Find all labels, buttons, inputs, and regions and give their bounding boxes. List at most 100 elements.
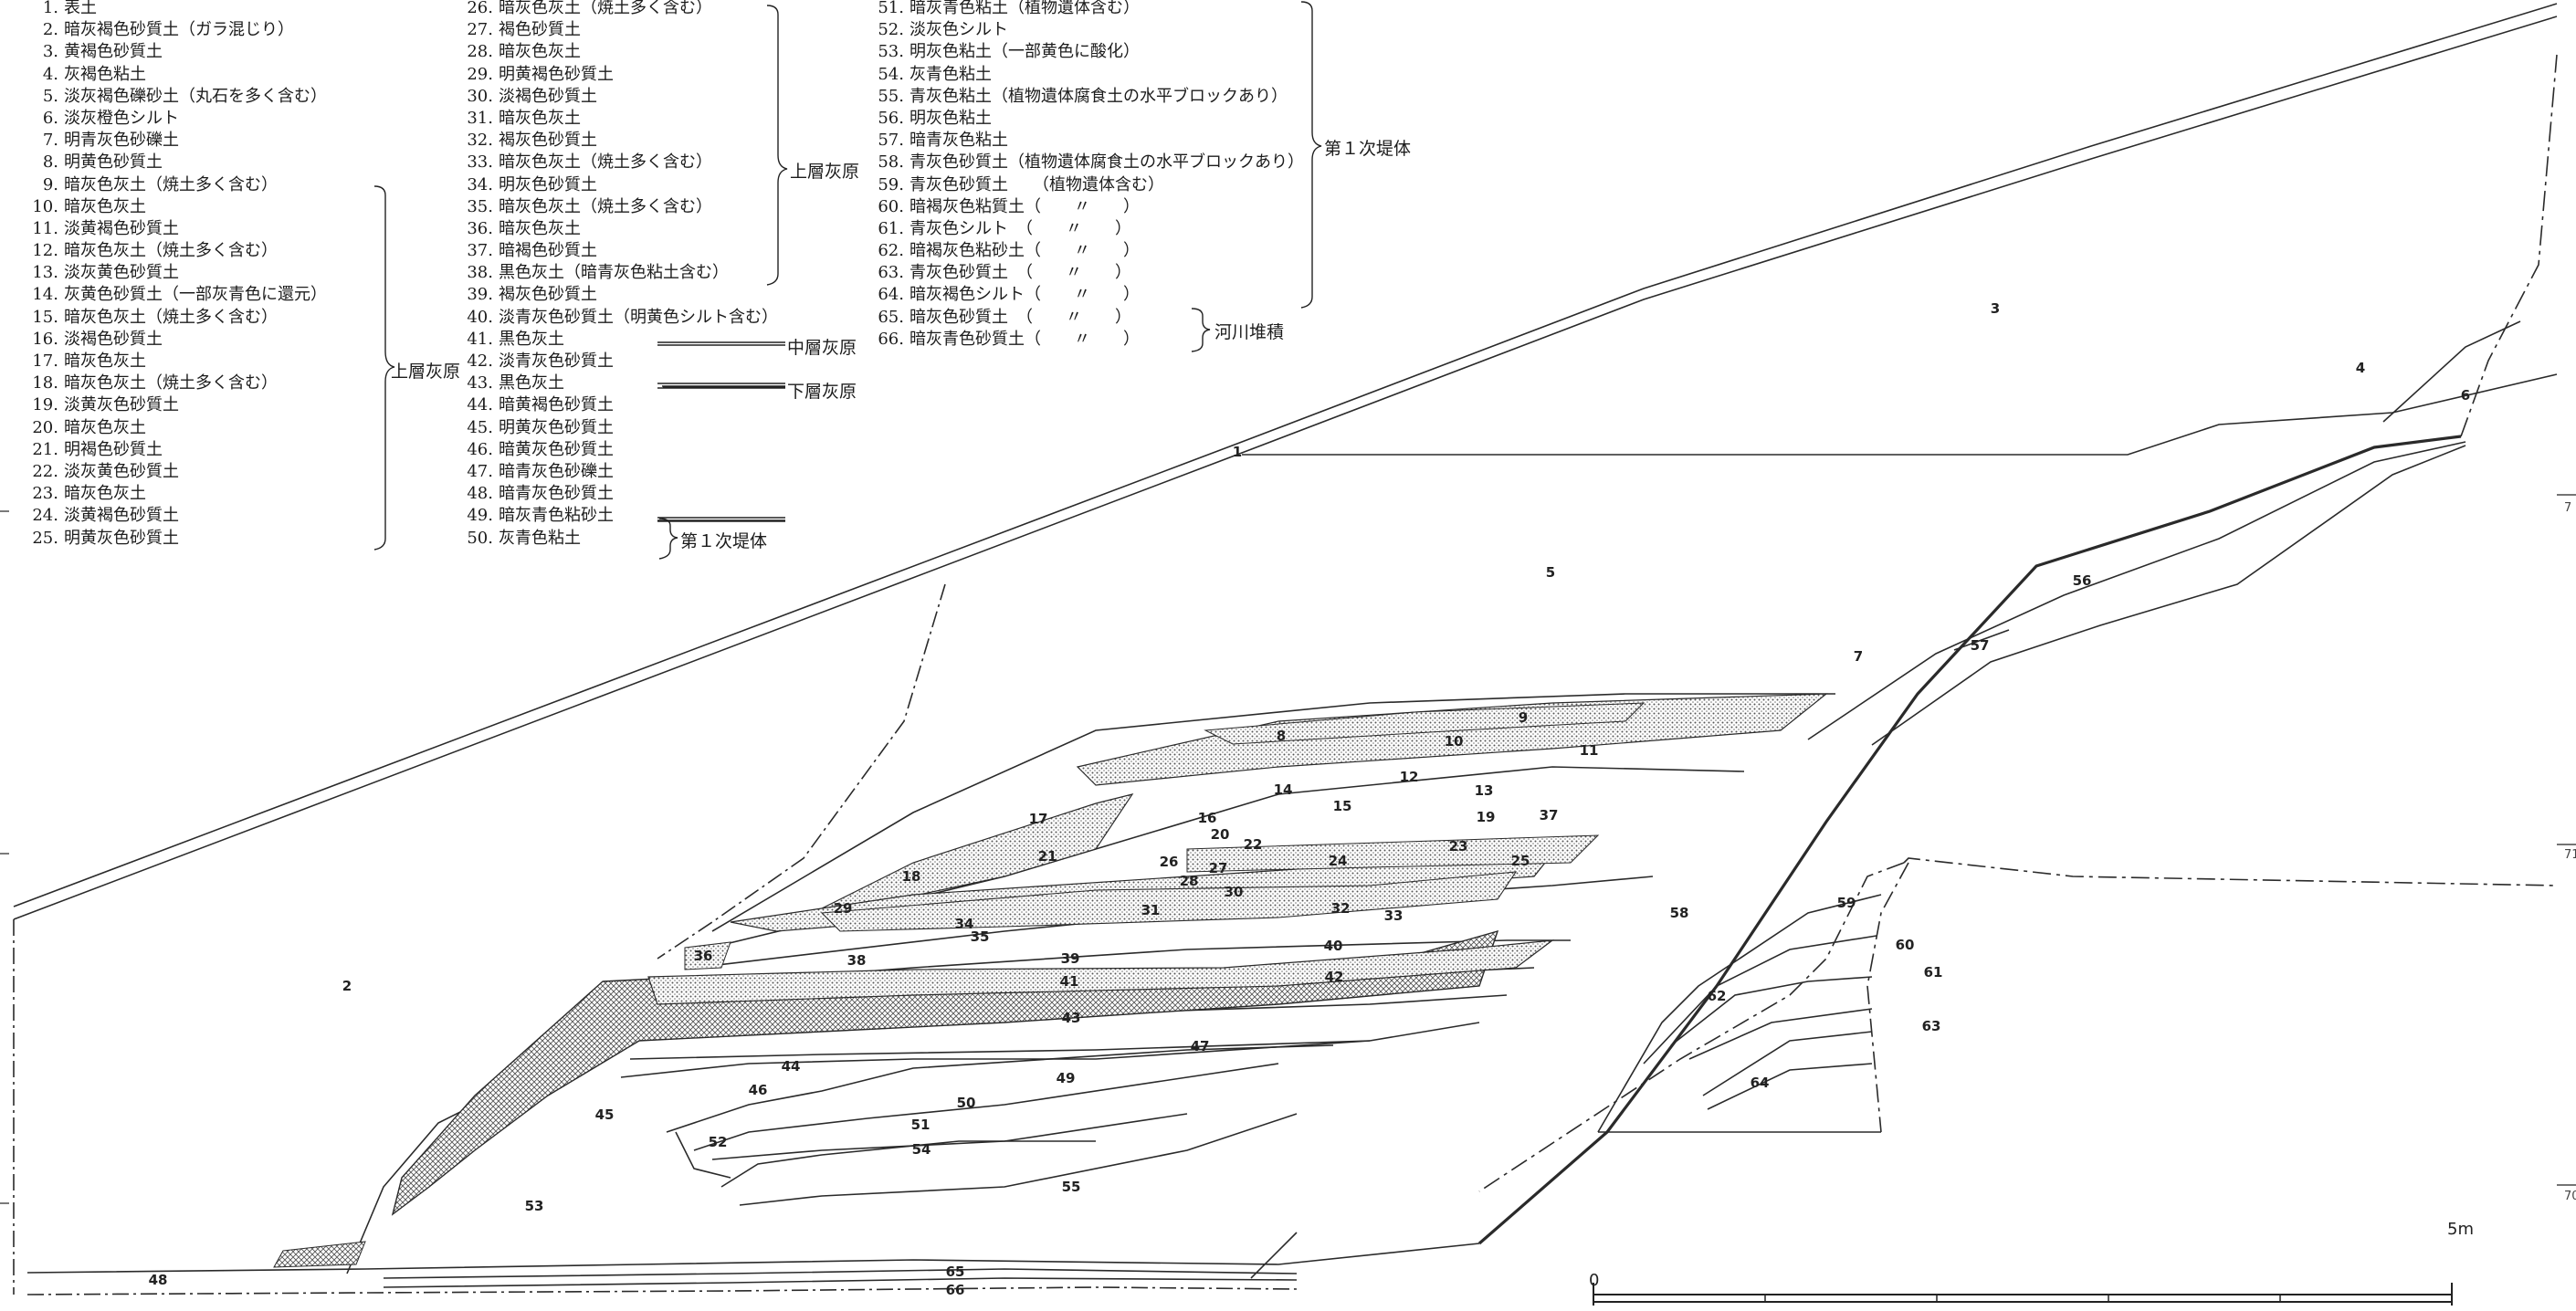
legend-item-name: 淡灰黄色砂質土 [64,263,179,283]
legend-item-name: 明灰色粘土 [909,108,992,128]
legend-item-number: 5. [42,86,58,106]
legend-item: 2.暗灰褐色砂質土（ガラ混じり） [0,19,327,41]
legend-item-name: 明褐色砂質土 [64,439,163,459]
legend-item-name: 暗灰青色砂質土（ 〃 ） [909,329,1140,349]
legend-item: 52.淡灰色シルト [813,19,1304,41]
legend-item-number: 34. [467,174,493,194]
legend-item-name: 黒色灰土（暗青灰色粘土含む） [499,263,729,283]
legend-item-number: 65. [878,307,904,327]
legend-item-number: 32. [467,131,493,151]
layer-label-52: 52 [709,1134,728,1150]
legend-item: 36.暗灰色灰土 [402,218,778,240]
legend-item-number: 9. [42,174,58,194]
legend-item-name: 灰青色粘土 [499,528,581,548]
elevation-mark-top: 7 [2564,501,2571,515]
layer-label-57: 57 [1971,637,1990,654]
river-channel-boundary [1478,862,1905,1192]
layer-label-33: 33 [1384,907,1404,924]
legend-item-name: 暗青灰色粘土 [909,131,1008,151]
legend-item-number: 53. [878,42,904,62]
legend-item-number: 62. [878,241,904,261]
legend-item-number: 61. [878,218,904,238]
layer-label-2: 2 [342,978,352,994]
elevation-mark-bottom: 70 [2564,1190,2576,1203]
fill-boundary-dashed [657,583,946,960]
layer-label-12: 12 [1400,769,1419,785]
legend-item: 46.暗黄灰色砂質土 [402,439,778,461]
legend-item-name: 淡黄灰色砂質土 [64,395,179,415]
legend-item: 55.青灰色粘土（植物遺体腐食土の水平ブロックあり） [813,86,1304,108]
layer-label-38: 38 [847,952,867,969]
legend-item: 20.暗灰色灰土 [0,417,327,439]
legend-item: 42.淡青灰色砂質土 [402,351,778,372]
right-boundary-dashed [2460,54,2558,437]
legend-item-name: 灰褐色粘土 [64,64,146,84]
legend-item-name: 青灰色砂質土 （ 〃 ） [909,263,1131,283]
ash-band-48-left [273,1241,366,1268]
layer-label-26: 26 [1160,854,1179,870]
bold-slope-boundary [1477,435,2462,1245]
legend-item-number: 63. [878,263,904,283]
layer-label-11: 11 [1580,742,1599,759]
layer-label-46: 46 [749,1082,768,1098]
legend-item-number: 13. [32,263,58,283]
layer-label-63: 63 [1922,1018,1941,1034]
legend-item-number: 18. [32,373,58,393]
legend-item: 38.黒色灰土（暗青灰色粘土含む） [402,262,778,284]
layer-label-56: 56 [2073,572,2092,589]
legend-item: 23.暗灰色灰土 [0,483,327,505]
legend-item-number: 48. [467,484,493,504]
legend-item: 18.暗灰色灰土（焼土多く含む） [0,372,327,394]
legend-item: 34. 明灰色砂質土 [402,174,778,196]
layer-label-61: 61 [1924,964,1943,981]
legend-item: 25.明黄灰色砂質土 [0,528,327,550]
legend-item-name: 暗灰青色粘土（植物遺体含む） [909,0,1140,17]
legend-item: 33.暗灰色灰土（焼土多く含む） [402,152,778,173]
legend-item: 48.暗青灰色砂質土 [402,483,778,505]
layer-label-24: 24 [1329,853,1348,869]
legend-item-name: 黄褐色砂質土 [64,42,163,62]
layer-label-66: 66 [946,1282,965,1298]
layer-label-28: 28 [1180,873,1199,889]
layer-label-54: 54 [912,1141,931,1158]
elevation-mark-mid: 71 [2564,848,2576,862]
layer-label-43: 43 [1062,1010,1081,1026]
legend-item: 26.暗灰色灰土（焼土多く含む） [402,0,778,19]
legend-item: 59.青灰色砂質土 （植物遺体含む） [813,174,1304,196]
legend-item-number: 50. [467,528,493,548]
legend-item-name: 暗灰青色粘砂土 [499,506,614,526]
legend-item-name: 褐色砂質土 [499,20,581,40]
legend-item-name: 暗褐色砂質土 [499,241,597,261]
layer-label-25: 25 [1511,853,1530,869]
legend-item-name: 明灰色砂質土 [499,174,597,194]
legend-item-number: 59. [878,174,904,194]
legend-item: 61.青灰色シルト （ 〃 ） [813,218,1304,240]
legend-item-name: 明青灰色砂礫土 [64,131,179,151]
legend-item-name: 淡褐色砂質土 [499,86,597,106]
legend-item: 32.褐灰色砂質土 [402,130,778,152]
layer-label-22: 22 [1244,836,1263,853]
legend-item-name: 淡灰色シルト [909,20,1008,40]
legend-item: 19.淡黄灰色砂質土 [0,394,327,416]
layer-label-15: 15 [1333,798,1352,814]
legend-item-name: 明黄褐色砂質土 [499,64,614,84]
legend-item-number: 57. [878,131,904,151]
legend-item-number: 15. [32,307,58,327]
layer-label-59: 59 [1837,895,1856,911]
legend-item-number: 36. [467,218,493,238]
group-river-deposit: 河川堆積 [1214,322,1285,342]
legend-item-number: 42. [467,351,493,371]
legend-item-number: 51. [878,0,904,17]
legend-item-name: 暗黄灰色砂質土 [499,439,614,459]
ash-band-9-12 [1204,702,1645,745]
legend-item-name: 暗灰色灰土 [64,351,146,371]
legend-item-number: 7. [42,131,58,151]
legend-item: 11.淡黄褐色砂質土 [0,218,327,240]
legend-item-name: 暗灰色灰土 [64,196,146,216]
legend-item-name: 暗灰色灰土 [499,108,581,128]
scale-start-label: 0 [1589,1271,1599,1290]
legend-item-number: 60. [878,196,904,216]
legend-item-number: 11. [32,218,58,238]
